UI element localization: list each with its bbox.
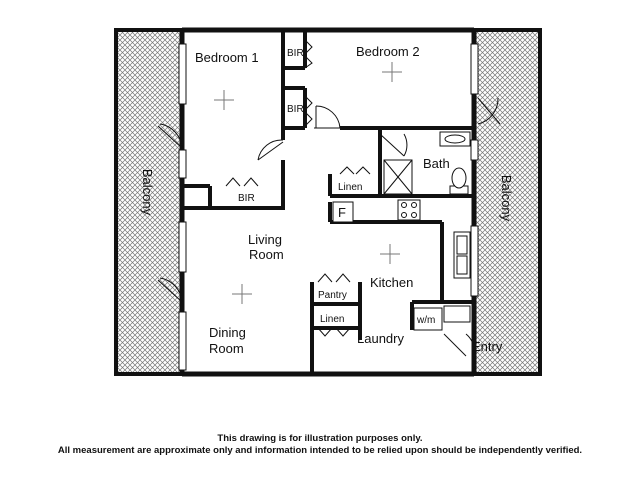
label-entry: Entry: [472, 339, 503, 354]
windows: [178, 43, 479, 371]
label-linen-1: Linen: [338, 182, 362, 193]
label-balcony-left: Balcony: [140, 169, 155, 216]
cooktop: [397, 199, 421, 221]
label-dining-room: Room: [209, 341, 244, 356]
label-bir-1: BIR: [287, 48, 304, 59]
label-linen-2: Linen: [320, 314, 344, 325]
label-balcony-right: Balcony: [499, 175, 514, 222]
fridge: [332, 201, 354, 223]
laundry-tub: [443, 305, 471, 323]
label-pantry: Pantry: [318, 290, 347, 301]
label-bedroom2: Bedroom 2: [356, 44, 420, 59]
label-dining: Dining: [209, 325, 246, 340]
label-kitchen: Kitchen: [370, 275, 413, 290]
label-bir-3: BIR: [238, 193, 255, 204]
disclaimer-line2: All measurement are approximate only and…: [57, 445, 583, 456]
label-living: Living: [248, 232, 282, 247]
label-laundry: Laundry: [357, 331, 404, 346]
balcony-left-area: [114, 28, 184, 376]
label-bedroom1: Bedroom 1: [195, 50, 259, 65]
label-fridge: F: [338, 205, 346, 220]
washing-machine-box: [413, 307, 443, 331]
fixtures: [332, 131, 471, 331]
toilet-bowl: [451, 167, 467, 189]
label-washing-machine: w/m: [416, 315, 435, 326]
label-bir-2: BIR: [287, 104, 304, 115]
door-swings: [157, 39, 501, 357]
label-bath: Bath: [423, 156, 450, 171]
balcony-right-area: [472, 28, 542, 376]
label-living-room: Room: [249, 247, 284, 262]
ceiling-fans: [214, 62, 402, 304]
disclaimer-line1: This drawing is for illustration purpose…: [217, 433, 423, 444]
